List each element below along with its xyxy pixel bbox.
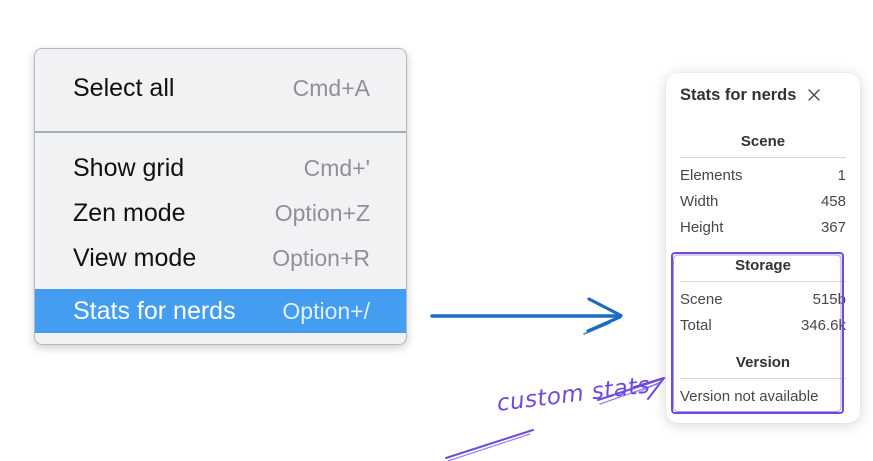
menu-item-shortcut: Cmd+' — [303, 155, 370, 181]
section-rule — [680, 378, 846, 379]
menu-item-label: View mode — [73, 244, 197, 272]
panel-title: Stats for nerds — [680, 86, 797, 104]
section-rule — [680, 281, 846, 282]
version-note: Version not available — [680, 388, 819, 405]
storage-rows: Scene 515b Total 346.6k — [680, 287, 846, 339]
stat-row-total-storage: Total 346.6k — [680, 313, 846, 339]
menu-divider — [35, 131, 406, 133]
context-menu: Select all Cmd+A Show grid Cmd+' Zen mod… — [34, 48, 407, 345]
menu-item-shortcut: Cmd+A — [292, 75, 370, 101]
section-heading-scene: Scene — [740, 133, 786, 150]
scene-rows: Elements 1 Width 458 Height 367 — [680, 163, 846, 241]
section-rule — [680, 157, 846, 158]
menu-item-label: Select all — [73, 74, 175, 102]
menu-item-show-grid[interactable]: Show grid Cmd+' — [35, 146, 406, 191]
menu-item-stats-for-nerds[interactable]: Stats for nerds Option+/ — [35, 289, 406, 333]
menu-item-view-mode[interactable]: View mode Option+R — [35, 236, 406, 281]
stat-value: 367 — [820, 219, 846, 236]
menu-item-shortcut: Option+/ — [282, 297, 370, 324]
menu-item-zen-mode[interactable]: Zen mode Option+Z — [35, 191, 406, 236]
close-icon[interactable] — [805, 86, 823, 104]
menu-item-shortcut: Option+Z — [274, 200, 370, 226]
custom-stats-label: custom stats — [495, 372, 652, 417]
stats-panel-header: Stats for nerds — [680, 83, 846, 107]
menu-section-top: Select all Cmd+A — [35, 49, 406, 131]
menu-item-label: Zen mode — [73, 199, 186, 227]
stat-value: 346.6k — [800, 317, 846, 334]
stat-row-elements: Elements 1 — [680, 163, 846, 189]
stat-row-height: Height 367 — [680, 215, 846, 241]
stat-label: Height — [680, 219, 724, 236]
menu-item-shortcut: Option+R — [272, 245, 370, 271]
menu-item-label: Stats for nerds — [73, 296, 236, 325]
menu-item-label: Show grid — [73, 154, 185, 182]
stat-value: 1 — [837, 167, 846, 184]
menu-section-bottom: Show grid Cmd+' Zen mode Option+Z View m… — [35, 133, 406, 333]
section-heading-storage: Storage — [735, 257, 791, 274]
stat-label: Width — [680, 193, 719, 210]
stat-value: 515b — [812, 291, 846, 308]
stat-label: Total — [680, 317, 712, 334]
stat-value: 458 — [820, 193, 846, 210]
stat-row-width: Width 458 — [680, 189, 846, 215]
blue-arrow — [430, 297, 623, 335]
stat-label: Scene — [680, 291, 723, 308]
menu-item-select-all[interactable]: Select all Cmd+A — [35, 66, 406, 111]
stats-panel: Stats for nerds Scene Elements 1 Width 4… — [666, 73, 860, 423]
stat-row-scene-storage: Scene 515b — [680, 287, 846, 313]
section-heading-version: Version — [735, 354, 791, 371]
stat-label: Elements — [680, 167, 743, 184]
